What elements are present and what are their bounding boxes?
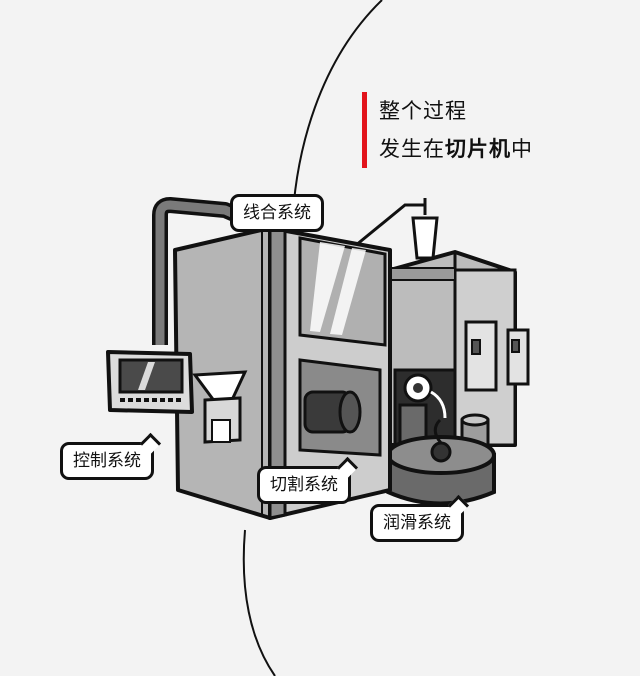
heading-line-2-bold: 切片机 bbox=[445, 137, 511, 161]
callout-cutting-system: 切割系统 bbox=[257, 456, 359, 504]
main-machine bbox=[173, 226, 392, 520]
callout-cutting-label: 切割系统 bbox=[270, 475, 338, 495]
heading-block: 整个过程 发生在切片机中 bbox=[362, 92, 533, 168]
callout-control-label: 控制系统 bbox=[73, 451, 141, 471]
control-panel bbox=[106, 350, 194, 414]
callout-wire-system: 线合系统 bbox=[230, 194, 324, 232]
heading-line-2-suffix: 中 bbox=[511, 137, 533, 161]
lubrication-drum bbox=[386, 418, 496, 506]
heading-line-2-prefix: 发生在 bbox=[379, 137, 445, 161]
heading-line-1: 整个过程 bbox=[379, 99, 467, 123]
thin-wire bbox=[349, 203, 425, 252]
callout-lubrication-label: 润滑系统 bbox=[383, 513, 451, 533]
callout-wire-label: 线合系统 bbox=[243, 203, 311, 223]
right-machine bbox=[388, 250, 530, 452]
background-curve-bottom bbox=[242, 529, 276, 676]
callout-control-system: 控制系统 bbox=[60, 432, 162, 480]
funnel bbox=[411, 216, 439, 260]
heading-line-2: 发生在切片机中 bbox=[379, 130, 533, 168]
callout-lubrication-system: 润滑系统 bbox=[370, 494, 470, 542]
